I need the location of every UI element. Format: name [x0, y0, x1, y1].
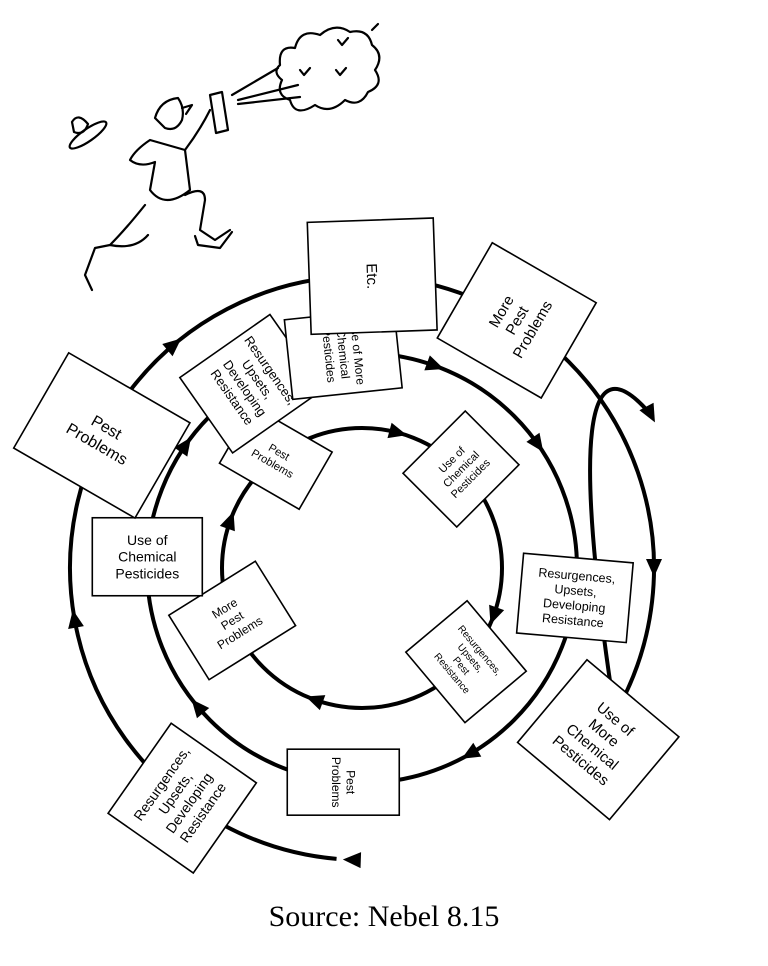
step-label-line: Chemical	[333, 328, 352, 379]
flow-arrowhead-icon	[174, 437, 192, 457]
inner-ring	[220, 426, 504, 710]
cycle-arrows	[68, 338, 662, 869]
step-label-line: Use of More	[347, 319, 368, 386]
flow-arrowhead-icon	[387, 422, 407, 439]
step-label-line: Use of	[127, 532, 168, 548]
step-box-frame	[516, 658, 681, 821]
flow-arrowhead-icon	[162, 338, 182, 357]
step-box-frame	[436, 241, 598, 400]
step-label-line: Resistance	[541, 611, 604, 630]
flow-arrowhead-icon	[305, 695, 326, 711]
step-label-line: Pesticides	[115, 565, 179, 581]
spraying-man-illustration	[68, 22, 381, 292]
flow-arrowhead-icon	[489, 604, 505, 625]
step-label-line: Resurgences,	[538, 566, 616, 587]
head	[153, 96, 184, 131]
flow-arrowhead-icon	[526, 432, 544, 453]
flow-arrowhead-icon	[68, 609, 84, 629]
step-box-frame	[306, 217, 438, 336]
outer-spiral-tail	[588, 386, 653, 715]
step-box-frame	[12, 351, 192, 520]
flow-arrowhead-icon	[639, 402, 655, 423]
step-label-line: Upsets,	[554, 582, 597, 600]
step-box-frame	[401, 409, 521, 529]
step-label-line: Pesticides	[319, 327, 339, 383]
step-box-frame	[106, 722, 258, 875]
figure-caption: Source: Nebel 8.15	[268, 900, 500, 933]
flow-arrowhead-icon	[461, 742, 482, 759]
flow-arrowhead-icon	[342, 852, 362, 869]
flying-hat-icon	[68, 116, 108, 150]
flow-arrowhead-icon	[191, 699, 210, 719]
flow-arrowhead-icon	[646, 559, 662, 577]
flow-arrowhead-icon	[424, 355, 444, 371]
step-box-frame	[404, 599, 528, 724]
step-box-frame	[286, 748, 401, 816]
step-label-line: Etc.	[362, 263, 380, 289]
flow-arrowhead-icon	[219, 511, 235, 532]
pesticide-cloud-icon	[275, 26, 381, 112]
step-label-line: Pest	[343, 770, 357, 795]
step-label-line: Developing	[542, 596, 606, 615]
spray-can-icon	[208, 90, 230, 135]
step-box-frame	[515, 552, 635, 644]
step-label-line: Problems	[329, 757, 343, 808]
step-box-frame	[91, 516, 204, 597]
step-box-outer-etc: Etc.	[306, 217, 438, 336]
step-label-line: Chemical	[118, 549, 176, 565]
outer-ring	[68, 274, 656, 861]
step-box-frame	[167, 560, 297, 681]
